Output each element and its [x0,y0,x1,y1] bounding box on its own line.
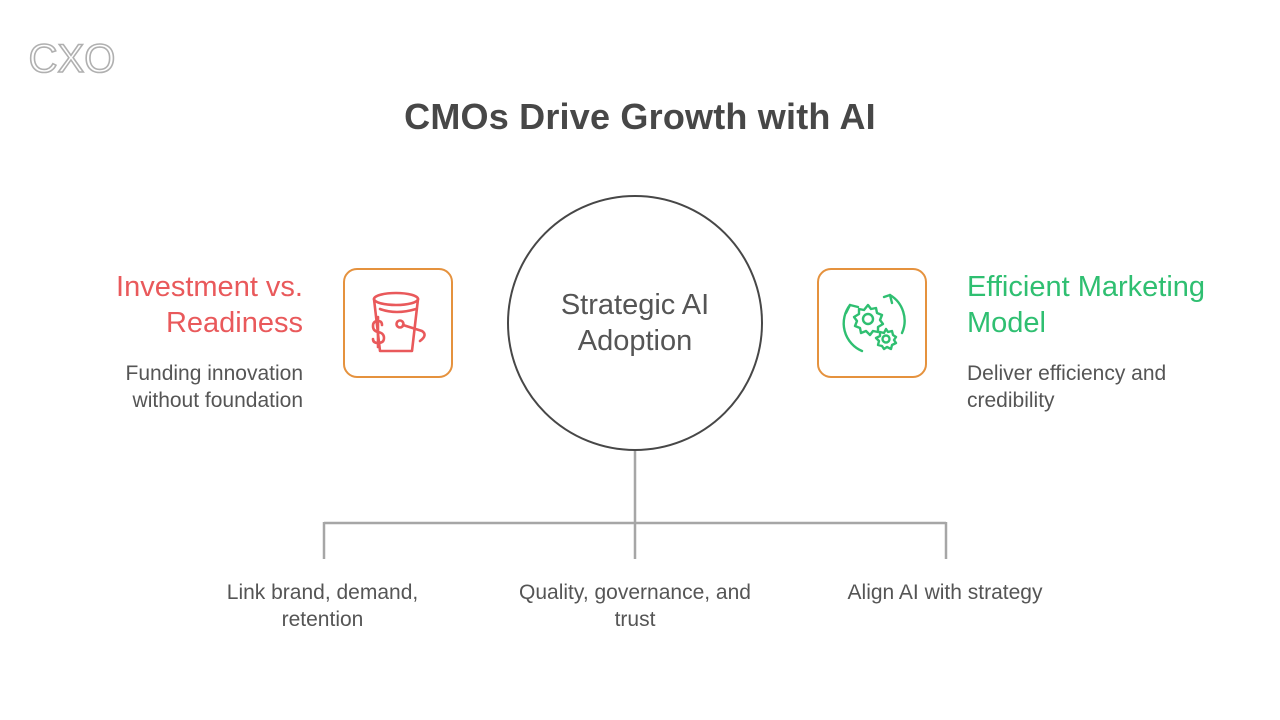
left-description: Funding innovation without foundation [125,362,303,412]
right-description: Deliver efficiency and credibility [967,362,1167,412]
center-node: Strategic AI Adoption [507,195,763,451]
left-icon-box [343,268,453,378]
cxo-logo: CXO [28,40,116,78]
right-title: Efficient Marketing Model [967,271,1206,339]
diagram-title: CMOs Drive Growth with AI [404,96,876,137]
branch-label-2: Quality, governance, and trust [519,581,751,631]
gears-cycle-icon [842,293,906,353]
right-icon-box [817,268,927,378]
logo-text: CXO [29,40,116,78]
branch-label-3: Align AI with strategy [847,581,1043,604]
branch-label-1: Link brand, demand, retention [226,581,419,631]
center-label: Strategic AI Adoption [560,289,710,357]
money-bucket-icon [371,291,426,353]
left-title: Investment vs. Readiness [116,271,303,339]
